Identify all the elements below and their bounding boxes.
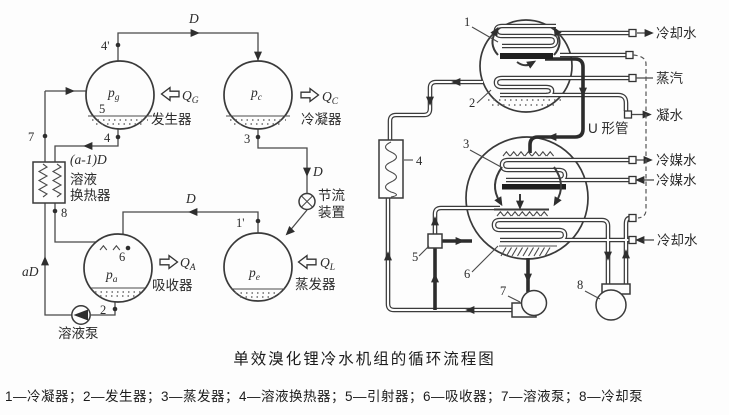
- condenser-label: 冷凝器: [301, 112, 342, 127]
- figure-caption: 单效溴化锂冷水机组的循环流程图: [233, 351, 496, 368]
- node-2: 2: [100, 303, 106, 317]
- port-chilled-water-in: 冷媒水: [656, 173, 697, 188]
- pressure-pc: pc: [250, 85, 263, 103]
- leader-lines: [418, 26, 601, 303]
- num-6-absorber: 6: [464, 267, 470, 281]
- flow-diagram-svg: D D D (a-1)D aD 4' 7 4 5 8 2 6 3 1' pg p…: [22, 11, 698, 341]
- solution-heat-exchanger: [32, 161, 66, 204]
- node-6: 6: [119, 250, 125, 264]
- figure-legend: 1—冷凝器；2—发生器；3—蒸发器；4—溶液换热器；5—引射器；6—吸收器；7—…: [5, 389, 644, 404]
- generator-vessel: [85, 60, 155, 130]
- state-point-dots: [42, 42, 261, 312]
- node-3: 3: [244, 132, 250, 146]
- port-connectors: [623, 28, 654, 245]
- evaporator-vessel: [223, 232, 293, 302]
- flow-label-d-right: D: [312, 164, 323, 179]
- cooling-pump: [595, 283, 631, 321]
- condensate-tray: [500, 53, 553, 59]
- liquid-levels: [88, 115, 290, 298]
- condenser-vessel: [223, 60, 293, 130]
- flow-label-a1d: (a-1)D: [70, 152, 107, 167]
- heat-qg: QG: [182, 88, 199, 106]
- ql-arrow-icon: [297, 254, 317, 270]
- absorber-vessel: [83, 233, 153, 303]
- num-3-evaporator: 3: [463, 137, 469, 151]
- heat-ql: QL: [320, 255, 335, 273]
- num-7-solution-pump: 7: [500, 284, 506, 298]
- vapor-arrows: [490, 24, 562, 210]
- node-8: 8: [61, 206, 67, 220]
- port-chilled-water-out: 冷媒水: [656, 153, 697, 168]
- port-cooling-water-in: 冷却水: [657, 233, 698, 248]
- absorber-pool: [499, 245, 557, 257]
- flow-label-d-top: D: [188, 11, 199, 26]
- pressure-pg: pg: [107, 85, 120, 103]
- pressure-pa: pa: [105, 267, 118, 285]
- qa-arrow-icon: [159, 254, 179, 270]
- absorber-label: 吸收器: [152, 278, 193, 293]
- spray-rows: [494, 150, 555, 217]
- hx-label-line2: 换热器: [70, 188, 111, 203]
- dashed-cooling-line: [632, 54, 647, 219]
- qc-arrow-icon: [300, 87, 320, 103]
- port-condensate: 凝水: [656, 108, 684, 123]
- water-pipes: [385, 23, 631, 313]
- node-7: 7: [28, 130, 34, 144]
- hx-label-line1: 溶液: [70, 172, 97, 187]
- solution-pump-right: [511, 289, 548, 318]
- num-4-heat-exchanger: 4: [416, 154, 423, 168]
- evaporator-tray: [502, 184, 566, 190]
- qg-arrow-icon: [160, 86, 180, 102]
- heat-qc: QC: [322, 89, 339, 107]
- throttle-label-line1: 节流: [318, 188, 345, 203]
- num-2-generator: 2: [469, 96, 475, 110]
- node-4: 4: [104, 131, 111, 145]
- generator-label: 发生器: [151, 112, 192, 127]
- port-cooling-water-out: 冷却水: [656, 26, 697, 41]
- solution-pump: [71, 305, 91, 325]
- flow-label-ad: aD: [22, 264, 39, 279]
- solution-pump-label: 溶液泵: [58, 326, 99, 341]
- left-cycle-schematic: D D D (a-1)D aD 4' 7 4 5 8 2 6 3 1' pg p…: [22, 11, 345, 341]
- num-8-cooling-pump: 8: [577, 278, 583, 292]
- heat-qa: QA: [180, 255, 196, 273]
- port-steam: 蒸汽: [656, 71, 684, 86]
- throttle-label-line2: 装置: [318, 205, 345, 220]
- node-1prime: 1': [236, 216, 245, 230]
- absorber-spray: [99, 244, 121, 251]
- pressure-pe: pe: [248, 265, 260, 283]
- ejector: [427, 233, 443, 249]
- flow-label-d-bottom: D: [185, 191, 196, 206]
- throttle-valve: [298, 192, 316, 211]
- u-tube-label: U 形管: [588, 121, 629, 136]
- right-machine-diagram: 1 2 3 4 5 6 7 8 冷却水 蒸汽 凝水 U 形管 冷媒水 冷媒水 冷…: [378, 15, 698, 321]
- evaporator-label: 蒸发器: [295, 277, 336, 292]
- right-heat-exchanger: [378, 139, 413, 199]
- node-5: 5: [99, 102, 105, 116]
- node-4prime: 4': [101, 39, 110, 53]
- num-1-condenser: 1: [464, 15, 470, 29]
- num-5-ejector: 5: [412, 250, 418, 264]
